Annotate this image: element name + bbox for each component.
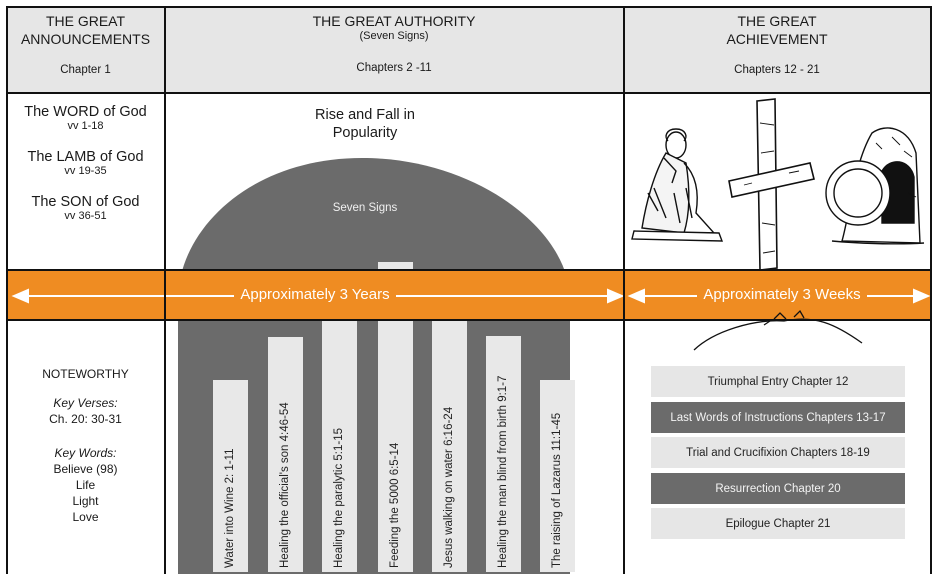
bar-stub: [378, 262, 413, 271]
border-right: [930, 6, 932, 574]
band-bottom-line: [6, 319, 932, 321]
key-verses: Ch. 20: 30-31: [49, 412, 122, 426]
sign-bar: [378, 320, 413, 572]
hill-icon: [693, 309, 863, 351]
header-authority: THE GREAT AUTHORITY (Seven Signs) Chapte…: [165, 12, 623, 74]
sign-bar: [432, 320, 467, 572]
sign-label: Healing the official's son 4:46-54: [279, 402, 291, 568]
sign-label: Healing the man blind from birth 9:1-7: [497, 375, 509, 568]
key-word: Light: [72, 494, 99, 508]
sign-bar: [540, 380, 575, 572]
band-top-line: [6, 269, 932, 271]
arrow-right-icon: [913, 288, 931, 304]
praying-figure-icon: [631, 128, 724, 242]
header-divider: [6, 92, 932, 94]
column-title: THE GREAT: [737, 13, 817, 29]
column-title: ANNOUNCEMENTS: [20, 31, 151, 47]
column-divider-1: [164, 6, 166, 574]
header-announcements: THE GREAT ANNOUNCEMENTS Chapter 1: [7, 12, 164, 76]
arrow-left-icon: [627, 288, 645, 304]
rise-fall-label: Rise and Fall in Popularity: [290, 106, 440, 142]
noteworthy-panel: NOTEWORTHY Key Verses: Ch. 20: 30-31 Key…: [7, 366, 164, 525]
intro-item: The SON of God vv 36-51: [7, 194, 164, 222]
rise-fall-line: Rise and Fall in: [315, 107, 415, 123]
tomb-icon: [825, 127, 925, 245]
header-bg-announcements: [7, 7, 164, 92]
column-chapters: Chapters 2 -11: [356, 62, 432, 74]
sign-bar: [322, 320, 357, 572]
column-divider-2: [623, 6, 625, 574]
intro-title: The WORD of God: [24, 104, 147, 120]
band-weeks: Approximately 3 Weeks: [697, 286, 867, 303]
border-top: [6, 6, 932, 8]
header-bg-achievement: [624, 7, 930, 92]
sign-label: Healing the paralytic 5:1-15: [333, 428, 345, 568]
column-chapters: Chapter 1: [60, 64, 111, 76]
sign-label: The raising of Lazarus 11:1-45: [551, 412, 563, 568]
intro-verses: vv 19-35: [64, 165, 107, 177]
intro-item: The LAMB of God vv 19-35: [7, 149, 164, 177]
rise-fall-line: Popularity: [332, 125, 398, 141]
intro-title: The SON of God: [31, 194, 140, 210]
key-words-label: Key Words:: [54, 446, 117, 460]
arrow-right-icon: [607, 288, 625, 304]
achievement-item: Epilogue Chapter 21: [651, 508, 905, 539]
sign-bar: [486, 336, 521, 572]
column-title: THE GREAT: [45, 13, 126, 29]
band-weeks-wrap: Approximately 3 Weeks: [672, 286, 892, 304]
seven-signs-label: Seven Signs: [332, 202, 398, 214]
noteworthy-heading: NOTEWORTHY: [42, 367, 129, 381]
header-bg-authority: [165, 7, 623, 92]
achievement-item: Resurrection Chapter 20: [651, 473, 905, 504]
achievement-item: Last Words of Instructions Chapters 13-1…: [651, 402, 905, 433]
column-title: ACHIEVEMENT: [726, 31, 828, 47]
band-years-wrap: Approximately 3 Years: [205, 286, 425, 304]
key-verses-label: Key Verses:: [53, 396, 118, 410]
intro-item: The WORD of God vv 1-18: [7, 104, 164, 132]
intro-verses: vv 1-18: [67, 120, 104, 132]
intro-title: The LAMB of God: [27, 149, 144, 165]
intro-list: The WORD of God vv 1-18 The LAMB of God …: [7, 104, 164, 222]
sign-label: Water into Wine 2: 1-11: [224, 448, 236, 568]
sign-label: Jesus walking on water 6:16-24: [443, 406, 455, 568]
cross-icon: [728, 98, 815, 271]
border-left: [6, 6, 8, 574]
band-years: Approximately 3 Years: [234, 286, 396, 303]
intro-verses: vv 36-51: [64, 210, 107, 222]
sign-bar: [213, 380, 248, 572]
arrow-left-icon: [11, 288, 29, 304]
column-title: THE GREAT AUTHORITY: [312, 13, 476, 29]
key-word: Life: [75, 478, 96, 492]
key-word: Believe (98): [53, 462, 118, 476]
key-word: Love: [72, 510, 99, 524]
sign-label: Feeding the 5000 6:5-14: [389, 442, 401, 568]
column-subtitle: (Seven Signs): [359, 30, 429, 42]
column-chapters: Chapters 12 - 21: [734, 64, 820, 76]
passion-illustration: [631, 98, 925, 351]
achievement-item: Triumphal Entry Chapter 12: [651, 366, 905, 397]
achievement-item: Trial and Crucifixion Chapters 18-19: [651, 437, 905, 468]
sign-bar: [268, 337, 303, 572]
header-achievement: THE GREAT ACHIEVEMENT Chapters 12 - 21: [624, 12, 930, 76]
